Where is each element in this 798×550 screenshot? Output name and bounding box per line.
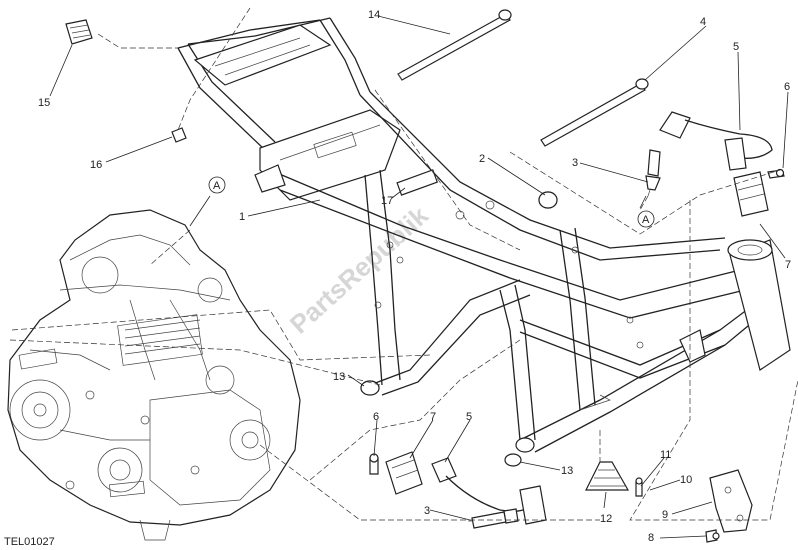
- frame-illustration: [177, 17, 791, 453]
- callout-17: 17: [381, 195, 393, 207]
- callout-11: 11: [660, 449, 671, 461]
- assembly-guide-lines: [9, 7, 798, 521]
- reference-code: TEL01027: [4, 536, 55, 548]
- callout-8: 8: [648, 532, 654, 544]
- part-long-bolt-4: [540, 78, 649, 147]
- leader-lines: [49, 15, 789, 539]
- callout-10: 10: [680, 474, 692, 486]
- part-screw-upper: [767, 168, 785, 179]
- part-bushing: [538, 191, 558, 209]
- callout-6-lower: 6: [373, 411, 379, 423]
- callout-5-upper: 5: [733, 41, 739, 53]
- view-marker-label: A: [213, 180, 221, 192]
- callout-12: 12: [600, 513, 612, 525]
- part-spark-plug-lower: [468, 508, 519, 529]
- callout-16: 16: [90, 159, 102, 171]
- engine-illustration: [7, 209, 301, 541]
- part-washer-lower-left: [360, 380, 380, 396]
- callout-9: 9: [662, 509, 668, 521]
- part-bolt-8: [705, 529, 720, 543]
- callout-6-upper: 6: [784, 81, 790, 93]
- callout-3-upper: 3: [572, 157, 578, 169]
- callout-14: 14: [368, 9, 380, 21]
- part-spark-plug-upper: [645, 149, 661, 197]
- callout-7-lower: 7: [430, 411, 436, 423]
- part-ignition-lead-lower: [431, 457, 547, 525]
- part-ignition-lead-upper: [659, 111, 773, 171]
- part-bracket: [709, 469, 753, 533]
- callout-1: 1: [239, 211, 245, 223]
- view-marker-label: A: [642, 214, 650, 226]
- part-washer-lower-right: [504, 453, 522, 467]
- part-long-bolt-14: [397, 9, 512, 81]
- callout-4: 4: [700, 16, 706, 28]
- callout-15: 15: [38, 97, 50, 109]
- callout-13-lower: 13: [561, 465, 573, 477]
- part-coil-lower: [385, 451, 423, 495]
- callout-labels: 14 4 5 6 15 16 2 3 17 1 7 13 6 7 5 13 11…: [38, 9, 791, 544]
- callout-5-lower: 5: [466, 411, 472, 423]
- callout-2: 2: [479, 153, 485, 165]
- part-rubber-cap: [65, 19, 93, 45]
- view-marker-a-left: A: [208, 176, 226, 194]
- view-marker-a-right: A: [637, 210, 655, 228]
- part-rubber-boot: [585, 461, 630, 491]
- part-screw-lower: [369, 453, 379, 475]
- part-screw-11: [635, 477, 643, 497]
- callout-13-upper: 13: [333, 371, 345, 383]
- callout-7-upper: 7: [785, 259, 791, 271]
- callout-3-lower: 3: [424, 505, 430, 517]
- part-coil-upper: [733, 171, 769, 217]
- part-clip: [171, 127, 187, 143]
